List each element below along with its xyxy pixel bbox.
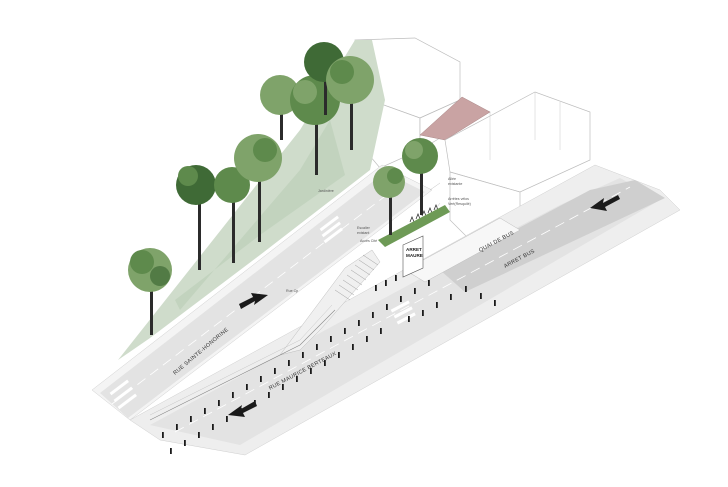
tree	[214, 167, 250, 263]
tree	[128, 248, 172, 335]
planter	[378, 205, 450, 247]
annotation: Accès Cité	[360, 239, 377, 243]
tree	[260, 75, 300, 140]
annotation: Jardinière	[318, 189, 334, 193]
ramp	[279, 249, 381, 356]
bus-shelter: ARRET MAURE	[402, 235, 424, 278]
bus-quay	[404, 217, 521, 283]
crosswalk-middle	[390, 300, 416, 325]
shelter-label-bottom: MAURE	[406, 253, 423, 258]
tree	[373, 166, 405, 235]
bus-lane	[440, 180, 665, 292]
annotation: existant	[357, 231, 369, 235]
tree	[402, 138, 438, 215]
shelter-label-top: ARRET	[406, 247, 422, 252]
crosswalk-upper	[319, 215, 343, 244]
railing	[149, 309, 336, 421]
bike-racks	[409, 204, 439, 223]
trees	[128, 42, 438, 335]
grass-shade	[175, 120, 345, 310]
tree	[176, 165, 216, 270]
arrow-left-icon	[590, 195, 620, 211]
annotation: Rue Cp	[286, 289, 298, 293]
tree	[234, 134, 282, 242]
tree	[326, 56, 374, 150]
stairs	[334, 254, 379, 301]
arrow-left-icon	[228, 401, 257, 417]
crosswalk-lower-left	[109, 379, 137, 410]
annotation: Arrêtes vélos	[448, 197, 469, 201]
annotation: Vert(Resquilé)	[448, 202, 471, 206]
annotations: Allée existante Arrêtes vélos Vert(Resqu…	[286, 177, 471, 293]
annotation: existante	[448, 182, 462, 186]
annotation: Allée	[448, 177, 456, 181]
bollards	[162, 275, 496, 454]
arrow-right-icon	[239, 293, 268, 309]
annotation: Escalier	[357, 226, 371, 230]
